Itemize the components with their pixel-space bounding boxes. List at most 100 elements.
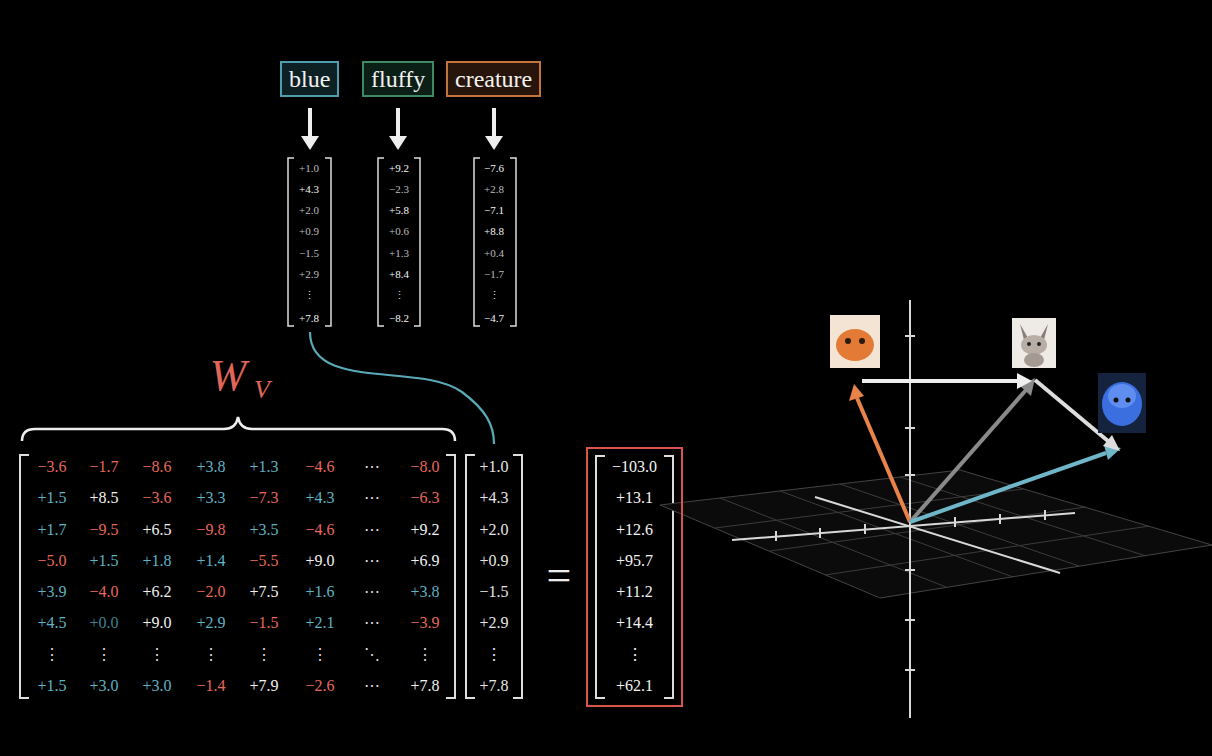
down-arrow (308, 108, 312, 138)
embedding-entry: +4.3 (299, 184, 319, 195)
matrix-entry: +2.9 (196, 615, 225, 631)
embedding-entry: ⋮ (489, 290, 500, 301)
tick (819, 528, 821, 538)
matrix-entry: +1.5 (89, 553, 118, 569)
matrix-entry: +3.8 (196, 459, 225, 475)
grid-plane (660, 470, 1212, 598)
bracket (414, 158, 420, 326)
matrix-entry: ⋯ (364, 553, 380, 569)
input-vector-entry: +4.3 (479, 490, 508, 506)
bracket (446, 455, 455, 698)
embedding-entry: −8.2 (389, 313, 409, 324)
input-vector-entry: +2.0 (479, 522, 508, 538)
matrix-entry: +3.9 (37, 584, 66, 600)
result-entry: +95.7 (616, 553, 653, 569)
matrix-entry: −4.6 (305, 459, 334, 475)
matrix-entry: ⋮ (256, 647, 272, 663)
grid-line (720, 498, 946, 587)
matrix-entry: −4.6 (305, 522, 334, 538)
arrow-head (389, 136, 407, 150)
input-vector-entry: +1.0 (479, 459, 508, 475)
matrix-entry: ⋯ (364, 522, 380, 538)
matrix-name: W (210, 354, 247, 398)
matrix-entry: +1.8 (142, 553, 171, 569)
matrix-entry: −6.3 (410, 490, 439, 506)
matrix-entry: +6.5 (142, 522, 171, 538)
matrix-entry: +3.3 (196, 490, 225, 506)
result-vector-box: −103.0+13.1+12.6+95.7+11.2+14.4⋮+62.1 (586, 447, 683, 707)
matrix-entry: +1.5 (37, 678, 66, 694)
vector-brackets (288, 158, 516, 326)
matrix-entry: +6.2 (142, 584, 171, 600)
result-entry: +11.2 (616, 584, 652, 600)
matrix-entry: −2.6 (305, 678, 334, 694)
input-vector-entry: −1.5 (479, 584, 508, 600)
embedding-entry: ⋮ (394, 290, 405, 301)
bracket (325, 158, 331, 326)
creature-eye (1114, 398, 1119, 403)
matrix-entry: −1.5 (249, 615, 278, 631)
matrix-brackets (20, 455, 673, 698)
embedding-entry: −1.5 (299, 248, 319, 259)
tick (905, 427, 915, 429)
tick (954, 517, 956, 527)
bracket (513, 455, 522, 698)
creature-eye (859, 338, 865, 344)
matrix-entry: ⋮ (149, 647, 165, 663)
white-vector (862, 379, 1018, 383)
orange-vector (857, 398, 910, 522)
embedding-entry: +0.9 (299, 226, 319, 237)
embedding-entry: −2.3 (389, 184, 409, 195)
matrix-entry: +6.9 (410, 553, 439, 569)
matrix-entry: +0.0 (89, 615, 118, 631)
matrix-entry: +1.4 (196, 553, 225, 569)
matrix-entry: −3.9 (410, 615, 439, 631)
creature-body (836, 329, 874, 361)
embedding-entry: +2.8 (484, 184, 504, 195)
matrix-entry: −2.0 (196, 584, 225, 600)
matrix-entry: −3.6 (37, 459, 66, 475)
matrix-entry: +1.5 (37, 490, 66, 506)
embedding-entry: +8.4 (389, 269, 409, 280)
matrix-entry: ⋮ (203, 647, 219, 663)
bracket (664, 456, 673, 698)
axis (732, 513, 1075, 540)
matrix-entry: ⋮ (96, 647, 112, 663)
copy-curve (310, 332, 494, 444)
creature-eye (1027, 342, 1031, 346)
down-arrows (301, 108, 503, 150)
matrix-entry: −4.0 (89, 584, 118, 600)
result-entry: +13.1 (616, 490, 653, 506)
matrix-entry: +7.9 (249, 678, 278, 694)
matrix-entry: ⋱ (364, 647, 380, 663)
bracket (510, 158, 516, 326)
result-entry: +62.1 (616, 678, 653, 694)
word-box: blue (280, 61, 339, 97)
vector-arrows (849, 373, 1121, 522)
token-word: fluffy (371, 66, 425, 92)
bracket (466, 455, 475, 698)
picture-frame (1098, 373, 1146, 433)
matrix-entry: −5.5 (249, 553, 278, 569)
matrix-entry: +3.8 (410, 584, 439, 600)
embedding-entry: +5.8 (389, 205, 409, 216)
matrix-entry: −9.8 (196, 522, 225, 538)
embedding-entry: +8.8 (484, 226, 504, 237)
bracket (596, 456, 605, 698)
creature-eye (1126, 398, 1131, 403)
embedding-entry: +0.6 (389, 226, 409, 237)
tick (864, 524, 866, 534)
bracket (20, 455, 29, 698)
axis (909, 300, 911, 718)
embedding-entry: +0.4 (484, 248, 504, 259)
embedding-entry: +2.0 (299, 205, 319, 216)
word-box: creature (446, 61, 541, 97)
result-entry: +14.4 (616, 615, 653, 631)
tick (1044, 510, 1046, 520)
arrow-head (485, 136, 503, 150)
matrix-entry: −7.3 (249, 490, 278, 506)
matrix-entry: +4.3 (305, 490, 334, 506)
